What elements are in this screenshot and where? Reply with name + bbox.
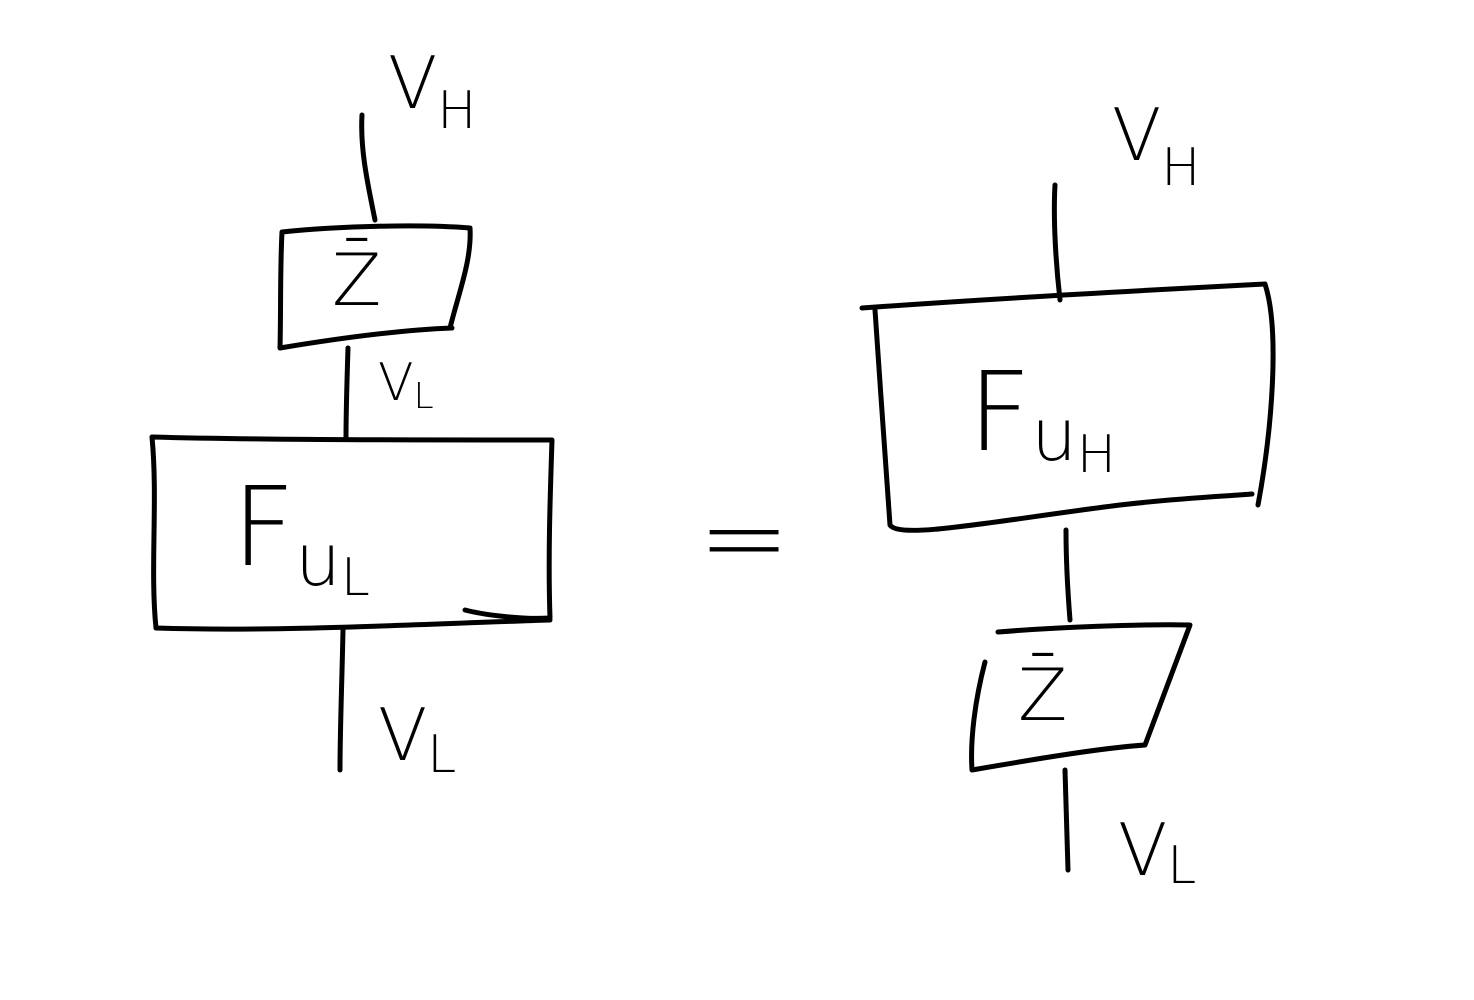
- left-z-bar-label: Z̄: [332, 238, 381, 322]
- left-diagram: VH Z̄ VL FuL VL: [149, 41, 555, 785]
- right-middle-wire: [1063, 527, 1073, 623]
- left-f-box-label: FuL: [232, 463, 370, 608]
- left-z-bar-box: [277, 223, 473, 351]
- left-bottom-wire: [337, 627, 346, 773]
- left-top-wire-label: VH: [388, 41, 476, 141]
- right-bottom-wire-label: VL: [1118, 808, 1196, 896]
- right-diagram: VH FuH Z̄ VL: [859, 93, 1276, 896]
- left-middle-wire: [343, 345, 351, 441]
- left-top-wire: [359, 112, 378, 223]
- right-top-wire-label: VH: [1112, 93, 1200, 198]
- left-f-box: [149, 434, 555, 632]
- right-bottom-wire: [1062, 767, 1071, 873]
- right-z-bar-label: Z̄: [1018, 653, 1067, 737]
- right-top-wire: [1051, 182, 1063, 303]
- right-f-box-label: FuH: [968, 348, 1116, 485]
- right-f-box: [859, 281, 1276, 533]
- left-middle-wire-label: VL: [378, 353, 434, 417]
- right-z-bar-box: [969, 622, 1193, 773]
- equals-sign: =: [698, 473, 790, 601]
- left-bottom-wire-label: VL: [378, 693, 456, 785]
